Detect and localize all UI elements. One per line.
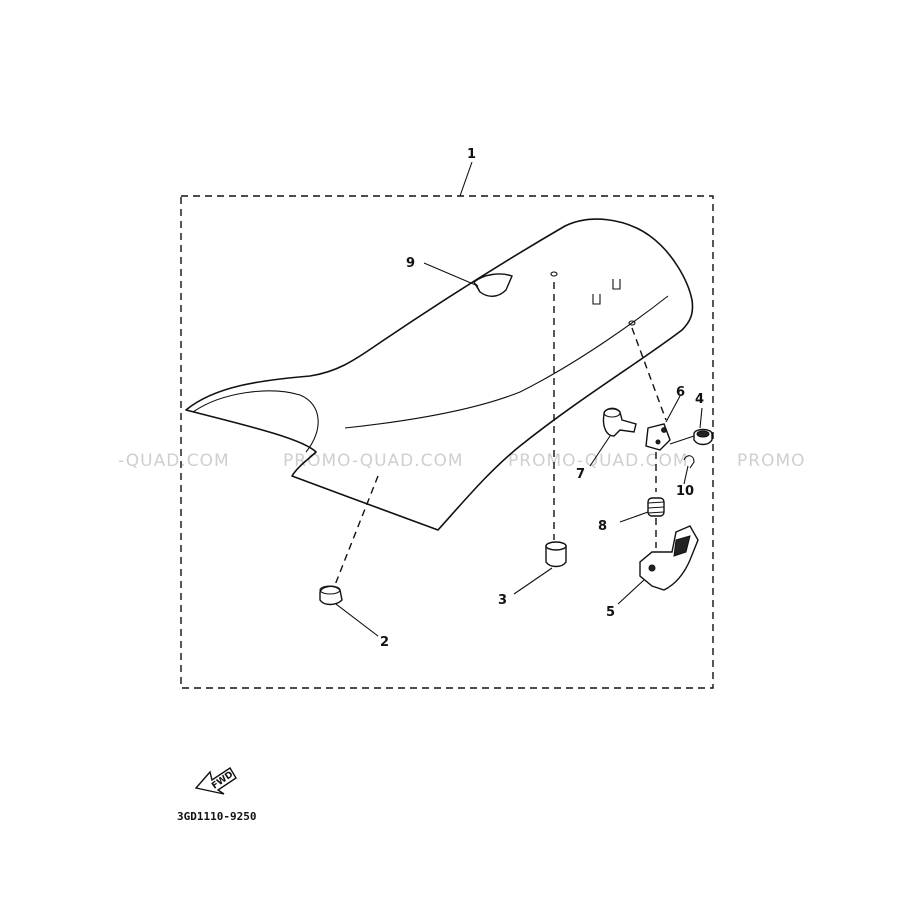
fwd-direction-arrow: FWD	[194, 767, 237, 795]
damper-3	[545, 545, 567, 568]
callout-5: 5	[606, 605, 615, 620]
damper-2-axis	[332, 475, 379, 591]
lock-lever-5-pivot	[648, 564, 656, 572]
callout-3-leader	[513, 567, 553, 595]
callout-8-leader	[619, 511, 649, 523]
spring-8-coil-3	[647, 511, 665, 514]
callout-6: 6	[676, 385, 685, 400]
watermark: -QUAD.COM PROMO-QUAD.COM PROMO-QUAD.COM …	[118, 451, 806, 471]
nut-4-hole	[696, 430, 710, 438]
spring-8	[647, 497, 665, 517]
bolt-7-head	[603, 408, 621, 418]
watermark-text-3: PROMO-QUAD.COM	[508, 451, 689, 471]
callout-7: 7	[576, 467, 585, 482]
seat-seam-line	[344, 295, 669, 429]
damper-3-top	[545, 541, 567, 551]
lock-lever-5-shade	[673, 535, 691, 557]
lock-lever-5	[639, 525, 699, 591]
callout-8: 8	[598, 519, 607, 534]
bracket-6-hole	[661, 427, 667, 433]
spring-8-coil-1	[647, 501, 665, 504]
watermark-text-2: PROMO-QUAD.COM	[283, 451, 464, 471]
seat-hole-rear	[628, 320, 636, 326]
nut-4-link	[669, 435, 695, 445]
assembly-boundary	[180, 195, 714, 689]
seat-strap	[473, 273, 513, 297]
bracket-6-hole-2	[655, 439, 661, 445]
damper-2	[319, 585, 343, 606]
callout-10: 10	[676, 484, 694, 499]
seat-slot-left	[592, 294, 601, 305]
callout-6-leader	[665, 395, 681, 423]
seat-hole-front	[550, 271, 558, 277]
callout-2-leader	[335, 603, 379, 637]
watermark-text-4: PROMO	[737, 451, 806, 471]
callout-9: 9	[406, 256, 415, 271]
callout-7-leader	[589, 435, 611, 467]
callout-1-leader	[459, 161, 473, 197]
callout-5-leader	[617, 579, 645, 605]
seat-outline	[185, 218, 694, 531]
callout-1: 1	[467, 147, 476, 162]
part-code: 3GD1110-9250	[177, 810, 256, 823]
seat-well-inner	[192, 390, 319, 453]
damper-2-top	[319, 585, 341, 595]
callout-9-leader	[423, 262, 479, 287]
callout-4-leader	[699, 407, 703, 429]
fwd-arrow-shape	[194, 767, 237, 795]
clip-10	[683, 455, 695, 469]
spring-8-coil-2	[647, 506, 665, 509]
bracket-6	[645, 423, 671, 451]
callout-2: 2	[380, 635, 389, 650]
lock-axis-upper	[631, 327, 667, 421]
seat-assembly	[185, 218, 694, 531]
watermark-text-1: -QUAD.COM	[118, 451, 230, 471]
callout-10-leader	[683, 465, 689, 485]
seat-slot-right	[612, 279, 621, 290]
callout-3: 3	[498, 593, 507, 608]
callout-4: 4	[695, 392, 704, 407]
